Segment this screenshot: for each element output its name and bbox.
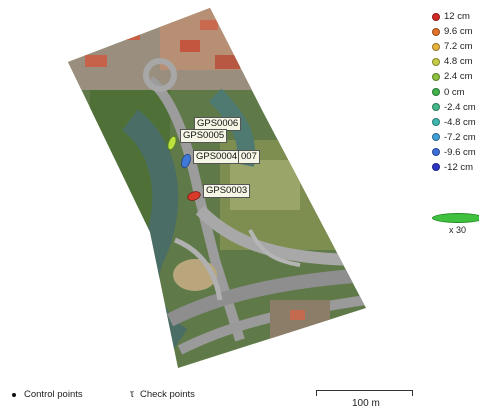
- legend-item: 0 cm: [432, 84, 479, 99]
- error-legend: 12 cm 9.6 cm 7.2 cm 4.8 cm 2.4 cm 0 cm -2.4 cm…: [432, 9, 479, 175]
- legend-item: -12 cm: [432, 160, 479, 175]
- gps-label-gps0004: GPS0004: [193, 150, 241, 164]
- legend-item: 12 cm: [432, 9, 479, 24]
- legend-item: -2.4 cm: [432, 100, 479, 115]
- legend-item-label: 7.2 cm: [444, 41, 473, 53]
- legend-color-dot-icon: [432, 42, 440, 51]
- check-points-label: Check points: [139, 389, 195, 400]
- legend-item: 7.2 cm: [432, 39, 479, 54]
- scale-bar-label: 100 m: [352, 398, 380, 409]
- legend-scale-ellipse: [432, 213, 479, 226]
- control-points-label: Control points: [24, 389, 83, 400]
- legend-item: -7.2 cm: [432, 130, 479, 145]
- control-point-icon: [12, 392, 16, 397]
- legend-item-label: -12 cm: [444, 161, 474, 173]
- check-points-legend: τ Check points: [130, 389, 195, 400]
- gps-label-gps0003: GPS0003: [203, 184, 251, 198]
- legend-item-label: -2.4 cm: [444, 101, 476, 113]
- legend-item-label: -4.8 cm: [444, 116, 476, 128]
- legend-color-dot-icon: [432, 57, 440, 66]
- legend-color-dot-icon: [432, 118, 440, 127]
- legend-item-label: -9.6 cm: [444, 146, 476, 158]
- scale-bar: [316, 390, 413, 396]
- gps0004-error-ellipse: [181, 153, 191, 169]
- legend-item-label: -7.2 cm: [444, 131, 476, 143]
- legend-color-dot-icon: [432, 148, 440, 157]
- gps0003-error-ellipse: [187, 191, 201, 201]
- legend-item: -4.8 cm: [432, 115, 479, 130]
- legend-color-dot-icon: [432, 12, 440, 21]
- legend-color-dot-icon: [432, 133, 440, 142]
- legend-scale-factor: x 30: [449, 225, 467, 235]
- legend-color-dot-icon: [432, 103, 440, 112]
- legend-item-label: 4.8 cm: [444, 56, 473, 68]
- legend-item-label: 9.6 cm: [444, 26, 473, 38]
- legend-color-dot-icon: [432, 72, 440, 81]
- legend-color-dot-icon: [432, 163, 440, 172]
- legend-item: 4.8 cm: [432, 54, 479, 69]
- check-point-icon: τ: [130, 389, 134, 400]
- legend-item: -9.6 cm: [432, 145, 479, 160]
- legend-color-dot-icon: [432, 27, 440, 36]
- legend-item: 2.4 cm: [432, 69, 479, 84]
- legend-color-dot-icon: [432, 88, 440, 97]
- legend-item-label: 0 cm: [444, 86, 465, 98]
- legend-item: 9.6 cm: [432, 24, 479, 39]
- gps-label-gps0007: 007: [238, 150, 260, 164]
- gps0005-error-ellipse: [167, 135, 177, 151]
- gps-label-gps0005: GPS0005: [180, 129, 228, 143]
- control-points-legend: Control points: [12, 389, 83, 400]
- legend-item-label: 2.4 cm: [444, 71, 473, 83]
- legend-item-label: 12 cm: [444, 11, 470, 23]
